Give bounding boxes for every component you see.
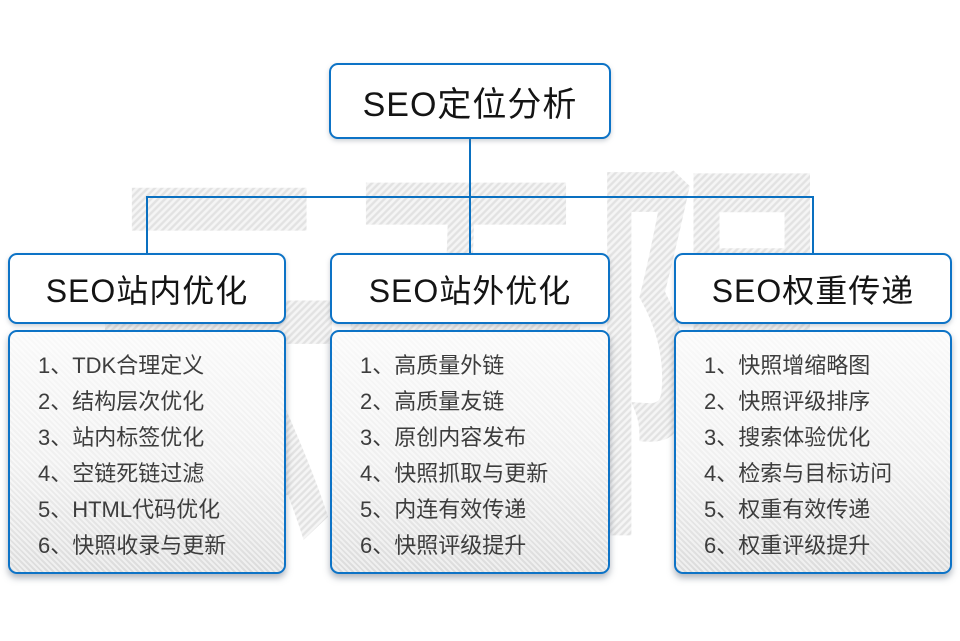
branch-header-label: SEO权重传递 [711, 272, 915, 309]
list-item: 5、权重有效传递 [704, 497, 871, 522]
list-item: 5、HTML代码优化 [38, 497, 221, 522]
root-node-seo-positioning: SEO定位分析 [329, 63, 611, 139]
list-item: 2、快照评级排序 [704, 389, 871, 414]
list-item: 4、快照抓取与更新 [360, 461, 549, 486]
branch-header-offsite: SEO站外优化 [330, 253, 610, 324]
list-item: 6、权重评级提升 [704, 533, 871, 558]
list-item: 2、高质量友链 [360, 389, 505, 414]
branch-list-offsite: 1、高质量外链 2、高质量友链 3、原创内容发布 4、快照抓取与更新 5、内连有… [330, 330, 610, 574]
branch-header-label: SEO站外优化 [368, 272, 572, 309]
branch-list-weight: 1、快照增缩略图 2、快照评级排序 3、搜索体验优化 4、检索与目标访问 5、权… [674, 330, 952, 574]
list-item: 3、搜索体验优化 [704, 425, 871, 450]
list-item: 2、结构层次优化 [38, 389, 205, 414]
branch-column-weight: SEO权重传递 1、快照增缩略图 2、快照评级排序 3、搜索体验优化 4、检索与… [674, 253, 952, 574]
list-item: 1、TDK合理定义 [38, 353, 205, 378]
list-item: 4、空链死链过滤 [38, 461, 205, 486]
list-item: 1、快照增缩略图 [704, 353, 871, 378]
branch-header-onsite: SEO站内优化 [8, 253, 286, 324]
list-item: 3、站内标签优化 [38, 425, 205, 450]
branch-header-weight: SEO权重传递 [674, 253, 952, 324]
list-item: 3、原创内容发布 [360, 425, 527, 450]
list-item: 4、检索与目标访问 [704, 461, 893, 486]
list-item: 1、高质量外链 [360, 353, 505, 378]
branch-list-onsite: 1、TDK合理定义 2、结构层次优化 3、站内标签优化 4、空链死链过滤 5、H… [8, 330, 286, 574]
branch-header-label: SEO站内优化 [45, 272, 249, 309]
branch-column-offsite: SEO站外优化 1、高质量外链 2、高质量友链 3、原创内容发布 4、快照抓取与… [330, 253, 610, 574]
branch-column-onsite: SEO站内优化 1、TDK合理定义 2、结构层次优化 3、站内标签优化 4、空链… [8, 253, 286, 574]
list-item: 6、快照收录与更新 [38, 533, 227, 558]
list-item: 5、内连有效传递 [360, 497, 527, 522]
root-node-label: SEO定位分析 [362, 85, 578, 124]
list-item: 6、快照评级提升 [360, 533, 527, 558]
